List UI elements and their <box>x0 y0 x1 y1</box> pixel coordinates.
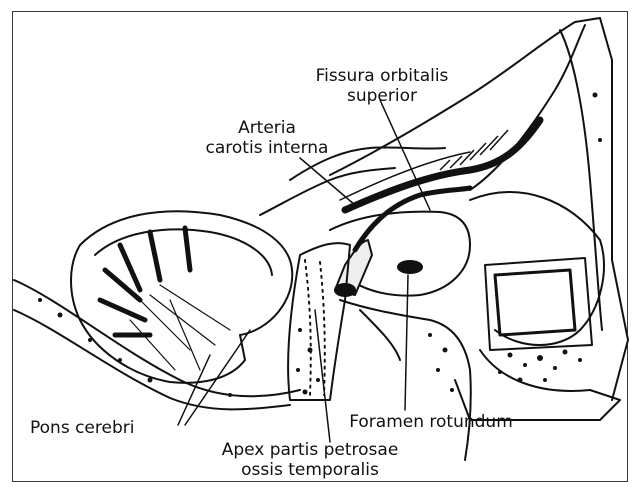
label-pons-line1: Pons cerebri <box>30 418 180 438</box>
label-pons: Pons cerebri <box>30 418 180 438</box>
label-apex: Apex partis petrosae ossis temporalis <box>200 440 420 480</box>
frontal-sinus-wall <box>560 30 602 330</box>
leader-apex <box>315 310 330 442</box>
label-apex-line2: ossis temporalis <box>200 460 420 480</box>
leader-arteria <box>300 158 355 205</box>
maxilla <box>455 350 620 420</box>
orbit-outline <box>470 192 604 345</box>
petrous-apex <box>288 243 350 400</box>
label-fissura: Fissura orbitalis superior <box>292 66 472 106</box>
label-apex-line1: Apex partis petrosae <box>200 440 420 460</box>
label-foramen-line1: Foramen rotundum <box>336 412 526 432</box>
label-fissura-line1: Fissura orbitalis <box>292 66 472 86</box>
anterior-fossa <box>345 120 540 210</box>
pons-outline <box>71 211 292 383</box>
maxillary-sinus <box>495 270 575 335</box>
label-arteria-line2: carotis interna <box>192 138 342 158</box>
label-fissura-line2: superior <box>292 86 472 106</box>
foramen-rotundum-opening <box>398 261 422 273</box>
leader-pons-2 <box>185 330 250 425</box>
label-arteria-line1: Arteria <box>192 118 342 138</box>
label-arteria: Arteria carotis interna <box>192 118 342 158</box>
label-foramen: Foramen rotundum <box>336 412 526 432</box>
